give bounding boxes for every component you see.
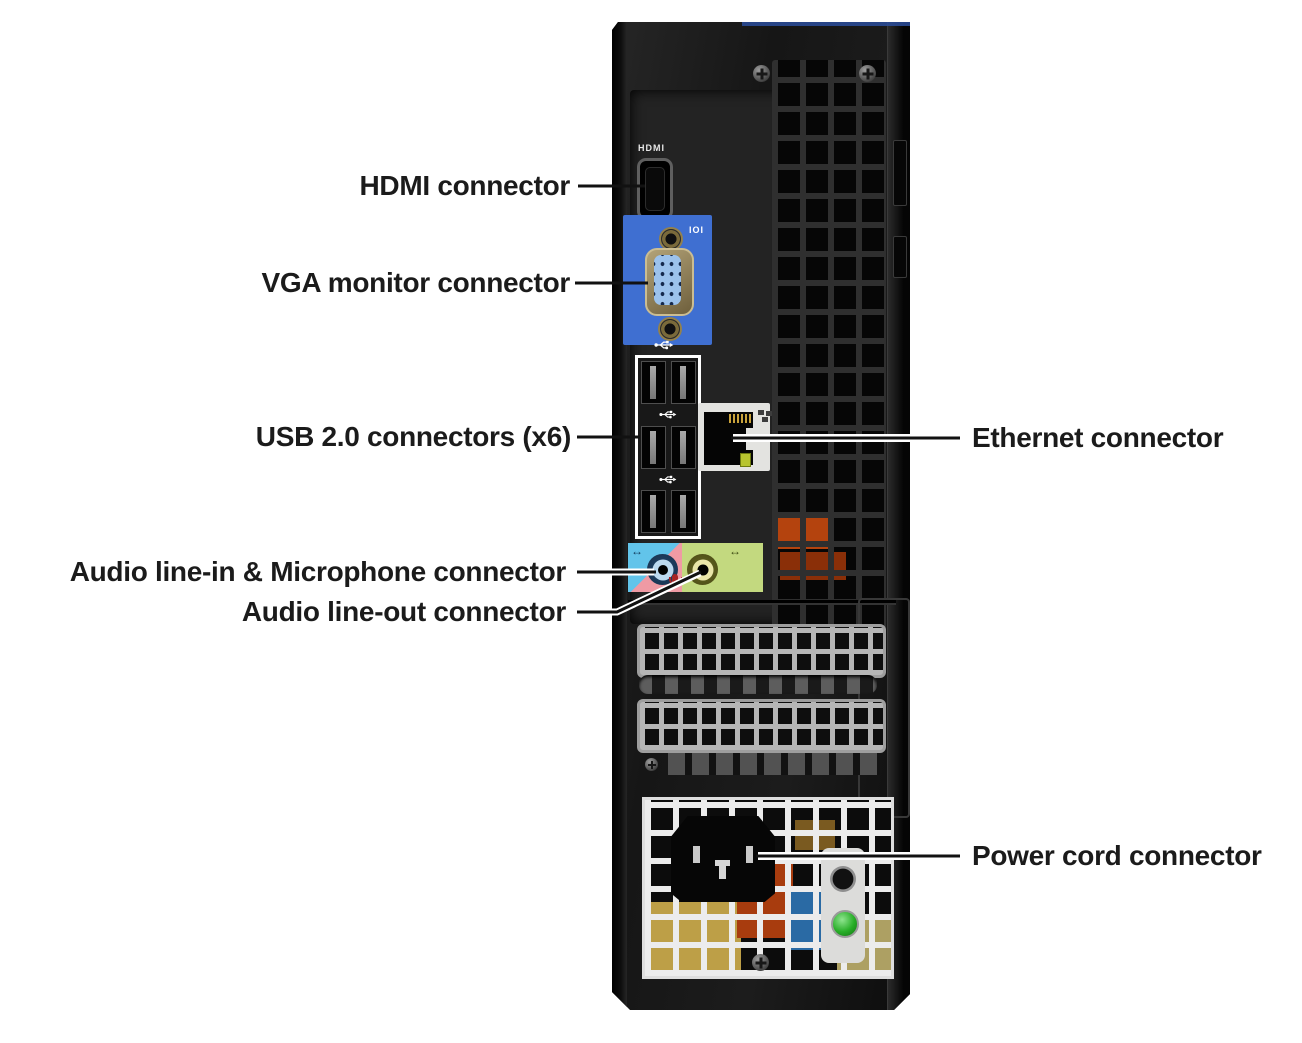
callout-label-usb: USB 2.0 connectors (x6) (255, 421, 572, 452)
usb-port-pair (641, 490, 696, 533)
callout-label-audio-out: Audio line-out connector (241, 596, 566, 627)
psu-vent-mesh (642, 797, 894, 979)
usb-port (641, 490, 666, 533)
usb-port-block (635, 355, 701, 539)
line-out-icon: ↔ (729, 544, 741, 558)
chassis-screw (753, 65, 770, 82)
usb-icon (659, 410, 677, 419)
slot-screw (645, 758, 658, 771)
line-in-icon: ↔ (631, 544, 643, 558)
power-pin (719, 860, 726, 879)
lower-vent-row (668, 753, 880, 775)
expansion-slot-cover-1 (637, 624, 886, 678)
vga-panel: IOI (623, 215, 712, 345)
slot-divider-spring (639, 675, 877, 694)
psu-status-led (831, 910, 859, 938)
hdmi-port-opening (645, 167, 665, 211)
audio-line-out-jack (687, 554, 718, 585)
ethernet-port-panel (698, 403, 770, 471)
vga-jack-screw-bottom (658, 317, 682, 341)
computer-tower-rear: HDMI IOI (612, 22, 910, 1010)
usb-port-pair (641, 426, 696, 469)
usb-icon (654, 340, 674, 350)
security-slot (893, 236, 907, 278)
vent-grid-lines (772, 60, 886, 634)
side-panel-latch (893, 140, 907, 206)
panel-groove (628, 600, 896, 603)
usb-port (671, 490, 696, 533)
psu-button-led-strip (821, 848, 865, 963)
psu-test-button (830, 866, 856, 892)
hdmi-port (637, 158, 673, 220)
callout-label-hdmi: HDMI connector (359, 170, 571, 201)
chassis-screw (859, 65, 876, 82)
callout-label-ethernet: Ethernet connector (972, 422, 1224, 453)
chassis-left-edge (612, 22, 627, 1010)
power-pin (746, 846, 753, 863)
ethernet-activity-led (740, 453, 751, 467)
usb-port-pair (641, 361, 696, 404)
vent-grille (772, 60, 886, 634)
audio-line-in-mic-area: ↔ (628, 543, 682, 592)
rj45-contacts (729, 414, 751, 423)
network-icon (758, 410, 764, 415)
power-cord-socket (671, 816, 775, 902)
usb-icon (659, 475, 677, 484)
usb-port (671, 361, 696, 404)
hdmi-marking-text: HDMI (638, 143, 665, 153)
rj45-notch (746, 428, 754, 450)
usb-port (671, 426, 696, 469)
chassis-top-blue-edge (742, 22, 910, 26)
callout-label-vga: VGA monitor connector (261, 267, 571, 298)
audio-line-out-area: ↔ (682, 543, 763, 592)
microphone-icon (672, 574, 678, 583)
vga-port (645, 248, 694, 316)
callout-label-audio-in: Audio line-in & Microphone connector (69, 556, 567, 587)
power-pin (693, 846, 700, 863)
usb-port (641, 361, 666, 404)
display-icon: IOI (688, 225, 704, 235)
psu-screw-bottom (752, 954, 769, 971)
vga-pin-field (654, 255, 681, 305)
usb-port (641, 426, 666, 469)
expansion-slot-cover-2 (637, 699, 886, 753)
callout-label-power: Power cord connector (972, 840, 1262, 871)
